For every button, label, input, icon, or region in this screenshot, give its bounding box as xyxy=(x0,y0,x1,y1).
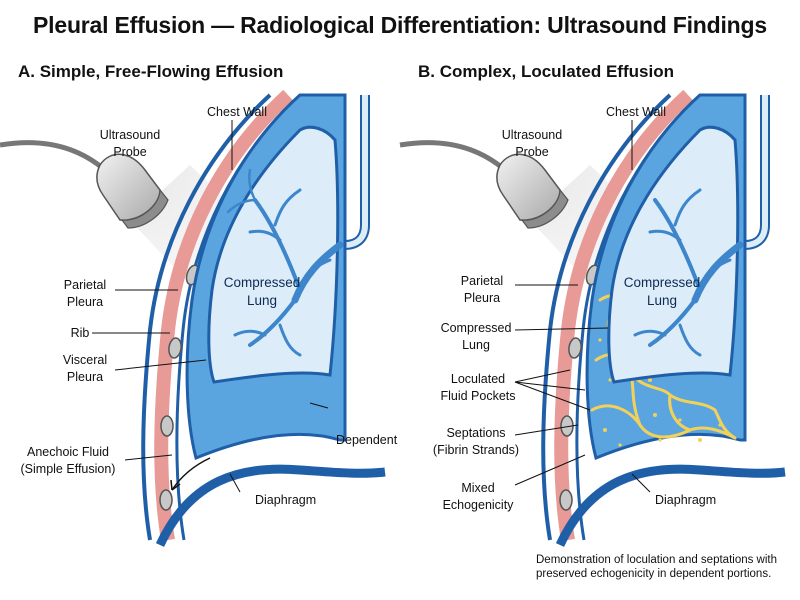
label-septations-b-1: Septations xyxy=(446,426,505,440)
label-visceral-a-2: Pleura xyxy=(67,370,103,384)
trachea xyxy=(344,95,370,250)
label-dependent-a: Dependent xyxy=(336,433,398,447)
label-probe-b-1: Ultrasound xyxy=(502,128,562,142)
echogenic-particles xyxy=(598,268,722,447)
label-compressed-b-2: Lung xyxy=(462,338,490,352)
trachea-b xyxy=(744,95,770,250)
label-chest-wall-a: Chest Wall xyxy=(207,105,267,119)
label-fluid-a-1: Anechoic Fluid xyxy=(27,445,109,459)
label-probe-a-2: Probe xyxy=(113,145,146,159)
ultrasound-probe-b xyxy=(496,153,569,229)
flow-arrow xyxy=(171,457,211,491)
ultrasound-probe xyxy=(96,153,169,229)
diaphragm-b xyxy=(555,464,786,547)
leader-lines-a xyxy=(92,120,329,493)
label-visceral-a-1: Visceral xyxy=(63,353,107,367)
page-title: Pleural Effusion — Radiological Differen… xyxy=(33,12,767,38)
label-parietal-b-2: Pleura xyxy=(464,291,500,305)
chest-wall-muscle-b xyxy=(554,89,693,542)
compressed-lung-b xyxy=(607,125,740,384)
probe-cable-b xyxy=(399,140,507,172)
label-lung-b-2: Lung xyxy=(647,293,677,308)
label-loculated-b-1: Loculated xyxy=(451,372,505,386)
label-parietal-a-1: Parietal xyxy=(64,278,106,292)
label-diaphragm-b: Diaphragm xyxy=(655,493,716,507)
label-parietal-b-1: Parietal xyxy=(461,274,503,288)
label-chest-wall-b: Chest Wall xyxy=(606,105,666,119)
label-septations-b-2: (Fibrin Strands) xyxy=(433,443,519,457)
label-probe-a-1: Ultrasound xyxy=(100,128,160,142)
label-fluid-a-2: (Simple Effusion) xyxy=(21,462,116,476)
figure-caption: Demonstration of loculation and septatio… xyxy=(536,554,778,580)
label-parietal-a-2: Pleura xyxy=(67,295,103,309)
label-rib-a: Rib xyxy=(71,326,90,340)
label-diaphragm-a: Diaphragm xyxy=(255,493,316,507)
chest-wall-muscle xyxy=(154,89,293,542)
panel-b-heading: B. Complex, Loculated Effusion xyxy=(418,62,674,81)
label-compressed-b-1: Compressed xyxy=(441,321,512,335)
label-loculated-b-2: Fluid Pockets xyxy=(440,389,515,403)
chest-wall-outer xyxy=(141,93,272,541)
label-lung-b-1: Compressed xyxy=(624,275,701,290)
panel-a-illustration: Chest Wall Ultrasound Probe Parietal Ple… xyxy=(0,89,398,547)
label-probe-b-2: Probe xyxy=(515,145,548,159)
bronchial-tree xyxy=(226,168,344,357)
panel-a-heading: A. Simple, Free-Flowing Effusion xyxy=(18,62,284,81)
label-lung-a-1: Compressed xyxy=(224,275,301,290)
leader-lines-b xyxy=(514,120,651,493)
compressed-lung xyxy=(207,125,340,384)
label-mixed-b-1: Mixed xyxy=(461,481,494,495)
bronchial-tree-b xyxy=(633,188,744,357)
label-mixed-b-2: Echogenicity xyxy=(443,498,515,512)
label-lung-a-2: Lung xyxy=(247,293,277,308)
probe-cable xyxy=(0,140,107,172)
diaphragm-a xyxy=(155,464,386,547)
panel-b-illustration: Chest Wall Ultrasound Probe Parietal Ple… xyxy=(399,89,786,547)
